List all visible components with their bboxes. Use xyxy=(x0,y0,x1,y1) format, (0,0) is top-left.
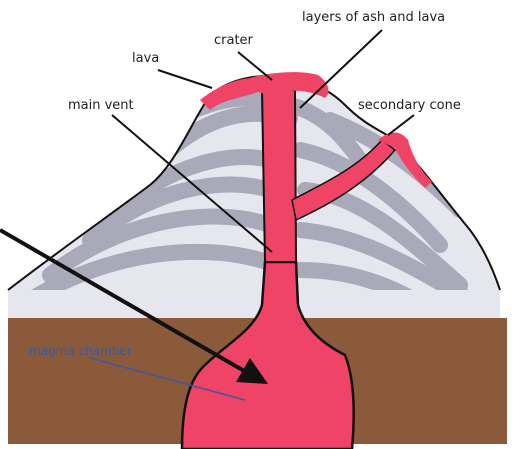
label-crater: crater xyxy=(214,34,253,47)
label-magma-chamber: magma chamber xyxy=(29,345,132,357)
label-main-vent: main vent xyxy=(68,99,134,112)
pointer-layers xyxy=(300,30,382,108)
main-vent xyxy=(262,90,296,262)
label-layers-of-ash-and-lava: layers of ash and lava xyxy=(302,11,445,24)
pointer-lava xyxy=(158,70,212,88)
label-lava: lava xyxy=(132,52,159,65)
label-secondary-cone: secondary cone xyxy=(358,99,461,112)
pointer-secondary-cone xyxy=(388,115,414,135)
